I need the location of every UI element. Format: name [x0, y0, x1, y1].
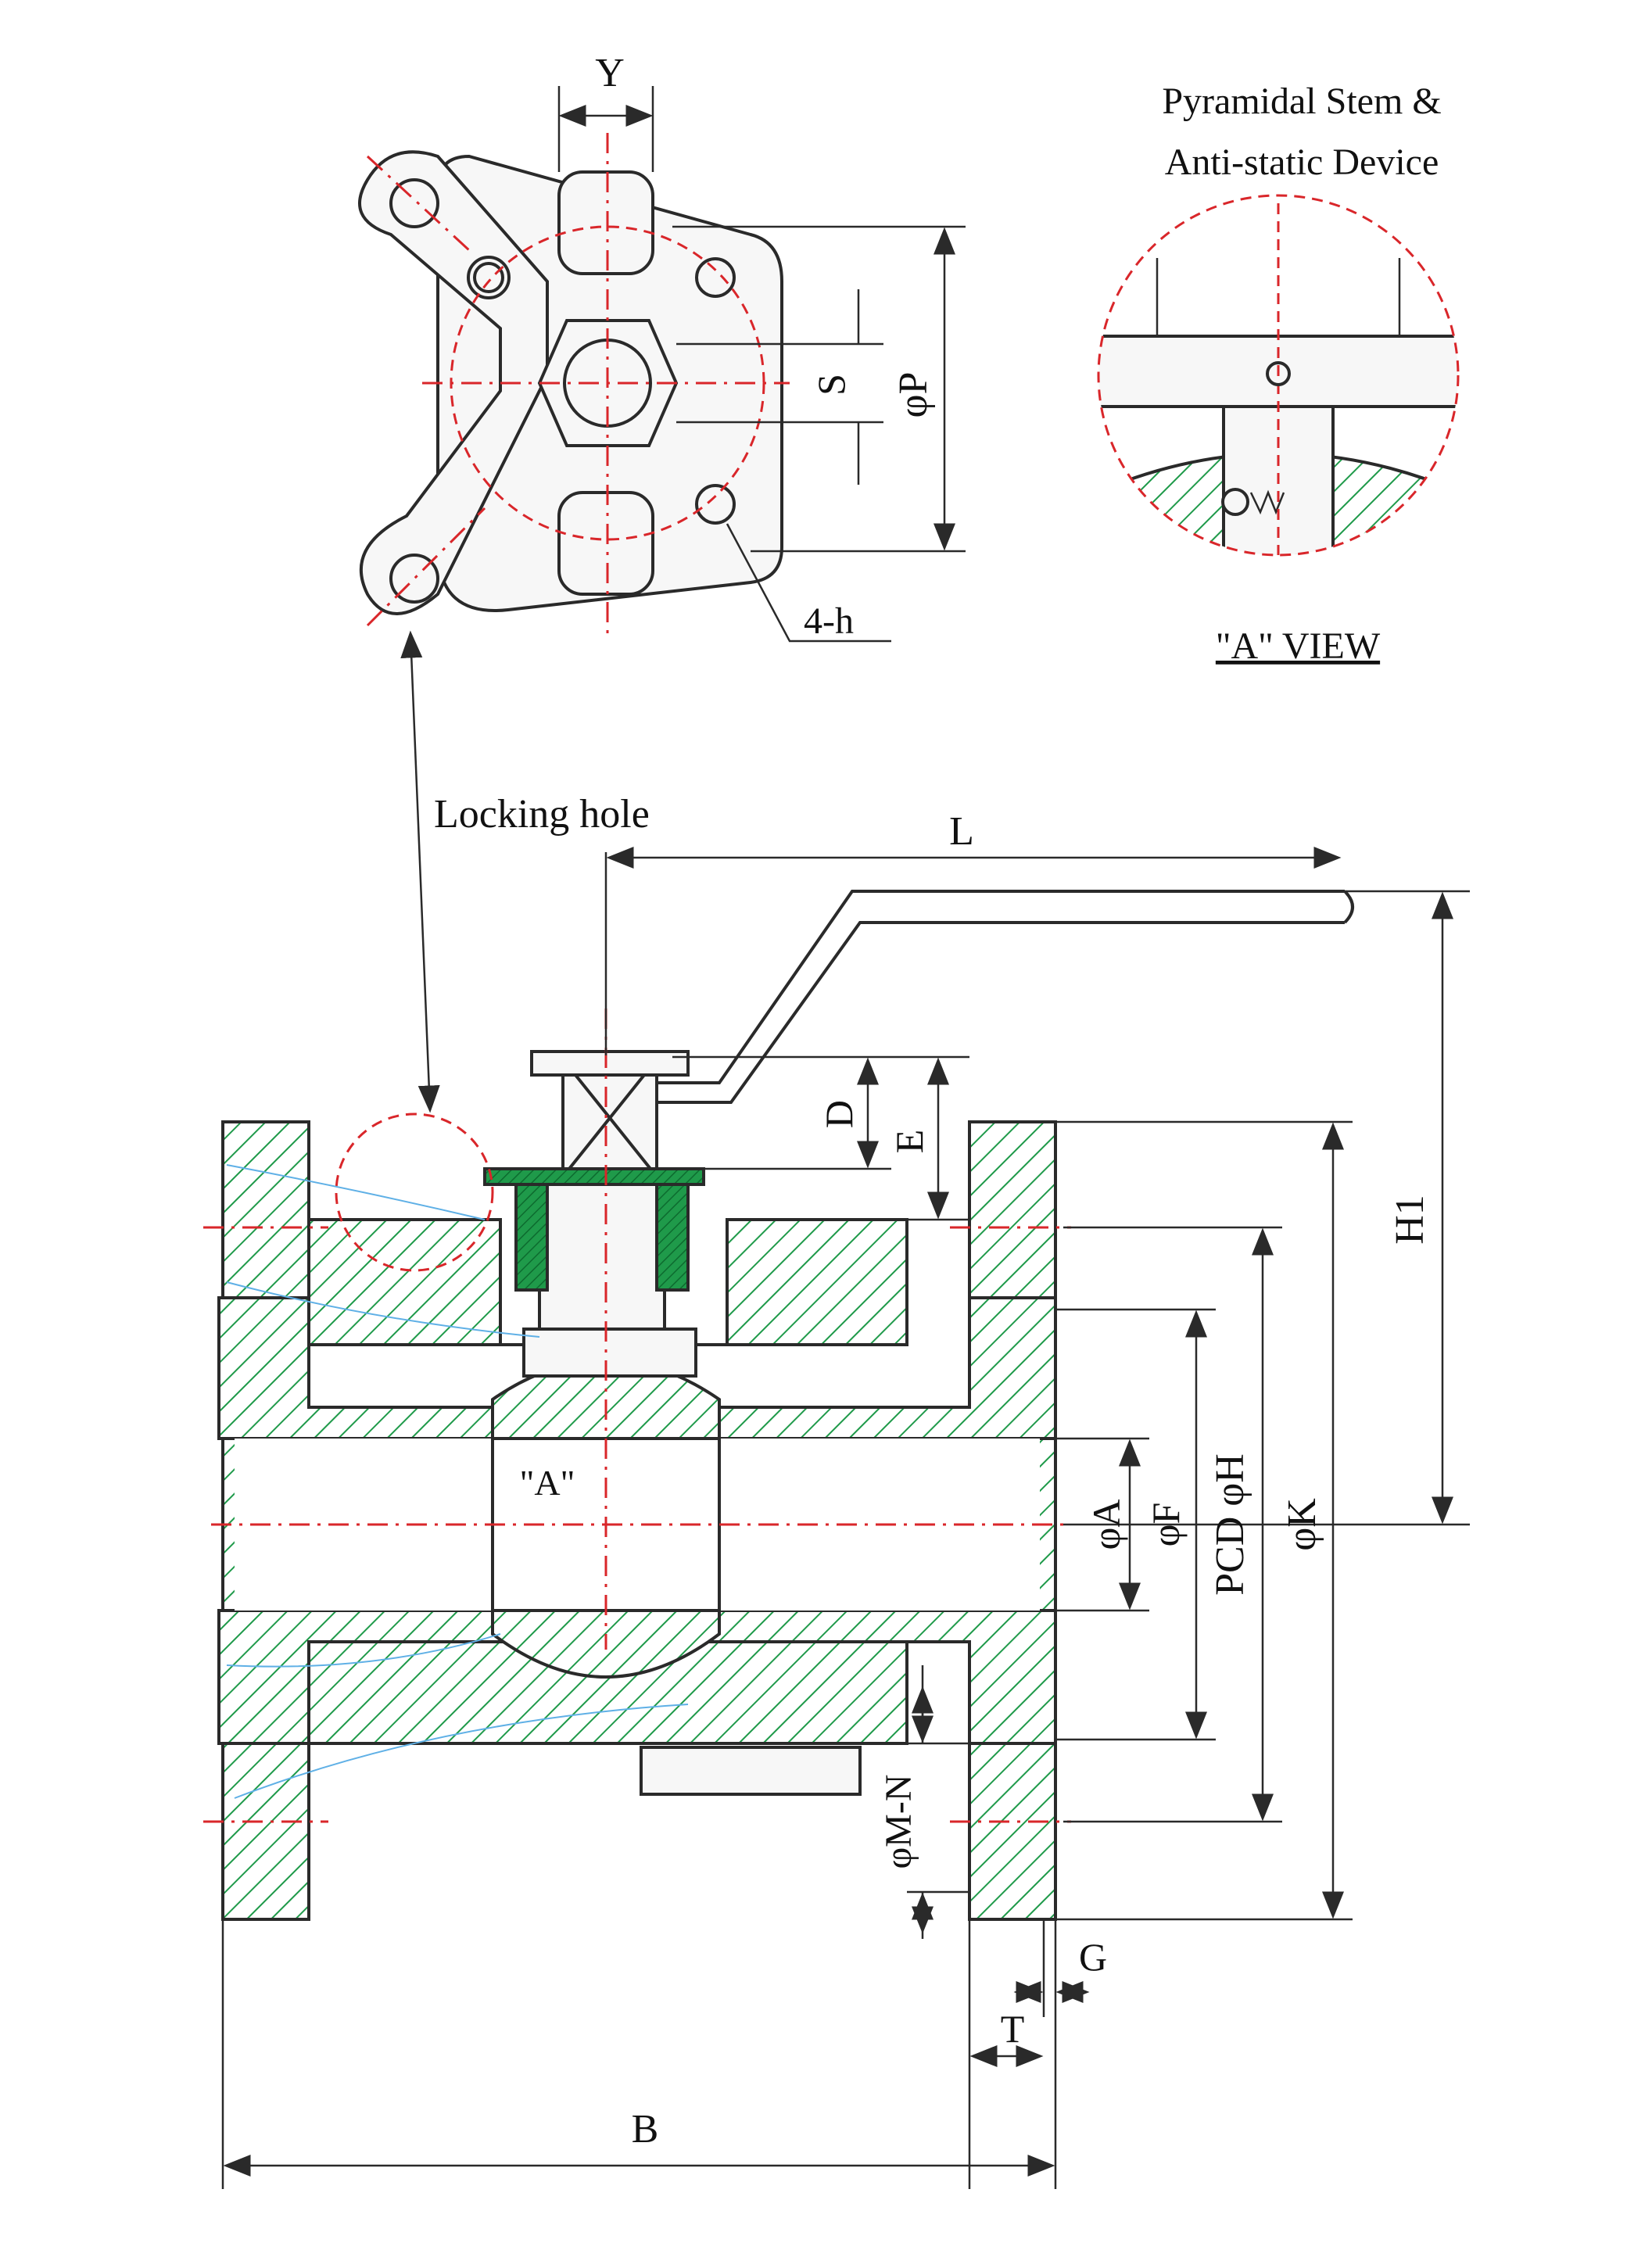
dim-l-label: L: [949, 809, 974, 854]
bolt-hole-2: [695, 257, 736, 298]
inset-title-line-2: Anti-static Device: [1165, 142, 1439, 183]
dim-y-label: Y: [595, 51, 625, 95]
dim-phi-a-label: φA: [1084, 1500, 1128, 1550]
section-view: [203, 890, 1354, 1921]
a-view-caption: "A" VIEW: [1216, 625, 1381, 667]
dim-g-label: G: [1079, 1935, 1107, 1979]
dim-m-n-label: φM-N: [878, 1774, 919, 1869]
stem-collar: [522, 1328, 697, 1378]
top-bolt-upper: [557, 170, 654, 275]
detail-a-circle: [335, 1113, 494, 1272]
dim-p-label: φP: [891, 372, 936, 418]
lock-stud: [473, 262, 504, 293]
locking-hole-leader: [400, 630, 440, 1113]
stem-body: [538, 1171, 666, 1331]
inset-circle: [1097, 194, 1460, 557]
top-washer: [530, 1050, 690, 1077]
lever-arm-upper: [657, 890, 1345, 1084]
packing-left: [514, 1171, 549, 1292]
dim-phi-k-label: φK: [1280, 1498, 1324, 1551]
dim-d-label: D: [817, 1100, 861, 1128]
bolt-hole-3: [695, 484, 736, 525]
body-bolt: [640, 1746, 862, 1796]
dim-phi-f-label: φF: [1144, 1503, 1188, 1547]
bolt-hole-1: [467, 256, 511, 299]
dim-pcd-h-label: PCD φH: [1208, 1453, 1252, 1596]
section-a-marker: "A": [520, 1463, 575, 1503]
dim-h1-label: H1: [1388, 1195, 1432, 1245]
gland-plate: [483, 1167, 705, 1186]
handle-eye-bottom: [389, 554, 439, 604]
dim-b-label: B: [632, 2107, 659, 2152]
packing-right: [655, 1171, 690, 1292]
top-view: [358, 86, 966, 643]
handle-eye-top: [389, 178, 439, 228]
inset-title-line-1: Pyramidal Stem &: [1162, 81, 1441, 122]
dim-t-label: T: [1001, 2007, 1025, 2051]
inset-spring-ball: [1221, 488, 1249, 516]
bonnet: [307, 1218, 908, 1346]
lever-arm-lower: [657, 921, 1345, 1104]
a-view-inset: [1097, 194, 1460, 557]
locking-hole-label: Locking hole: [434, 792, 650, 837]
top-bolt-lower: [557, 491, 654, 596]
dim-s-label: S: [809, 374, 853, 396]
holes-4h-label: 4-h: [804, 600, 854, 642]
dim-e-label: E: [887, 1130, 931, 1154]
lever-end: [1343, 890, 1354, 924]
inset-center-mark: [1266, 361, 1291, 386]
